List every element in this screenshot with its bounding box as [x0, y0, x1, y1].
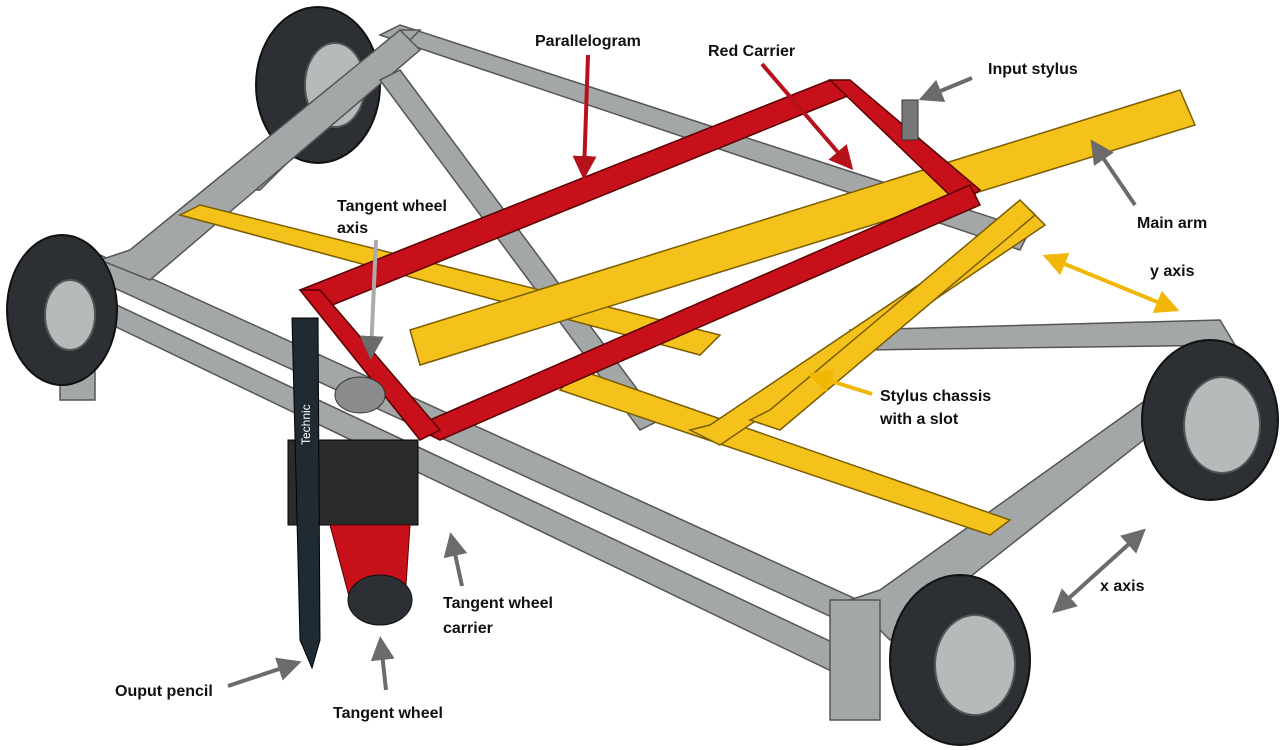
wheel-front-right [889, 574, 1031, 746]
label-red-carrier: Red Carrier [708, 43, 795, 60]
label-stylus-chassis-1: Stylus chassis [880, 388, 991, 405]
annotation-labels: Parallelogram Red Carrier Input stylus M… [115, 33, 1207, 722]
stylus-chassis-arrow [807, 369, 873, 396]
input-stylus-arrow [918, 76, 973, 102]
tangent-wheel-arrow [370, 636, 395, 691]
label-y-axis: y axis [1150, 263, 1195, 280]
parallelogram-arrow [572, 54, 597, 180]
wheel-front-left [6, 234, 118, 386]
tangent-wheel-carrier-arrow [443, 532, 468, 587]
label-main-arm: Main arm [1137, 215, 1207, 232]
y-axis-arrow [1042, 252, 1180, 314]
input-stylus [901, 99, 919, 141]
annotation-arrows [227, 54, 1180, 691]
pencil-brand-text: Technic [299, 404, 313, 445]
tangent-wheel-axis-arrow [359, 239, 384, 360]
label-tangent-wheel-carrier-2: carrier [443, 620, 493, 637]
label-tangent-wheel: Tangent wheel [333, 705, 443, 722]
main-arm-arrow [1090, 139, 1137, 207]
label-input-stylus: Input stylus [988, 61, 1078, 78]
label-x-axis: x axis [1100, 578, 1145, 595]
red-parallelogram [298, 79, 982, 441]
label-parallelogram: Parallelogram [535, 33, 641, 50]
label-tangent-wheel-axis-1: Tangent wheel [337, 198, 447, 215]
main-arm [177, 89, 1197, 536]
wheel-right [1141, 339, 1279, 501]
label-stylus-chassis-2: with a slot [879, 411, 959, 428]
output-pencil-arrow [227, 657, 302, 688]
red-carrier-arrow [760, 62, 854, 171]
label-tangent-wheel-carrier-1: Tangent wheel [443, 595, 553, 612]
output-pencil: Technic [291, 317, 321, 670]
tangent-wheel [347, 574, 413, 626]
label-tangent-wheel-axis-2: axis [337, 220, 368, 237]
label-output-pencil: Ouput pencil [115, 683, 213, 700]
x-axis-arrow [1052, 528, 1146, 614]
